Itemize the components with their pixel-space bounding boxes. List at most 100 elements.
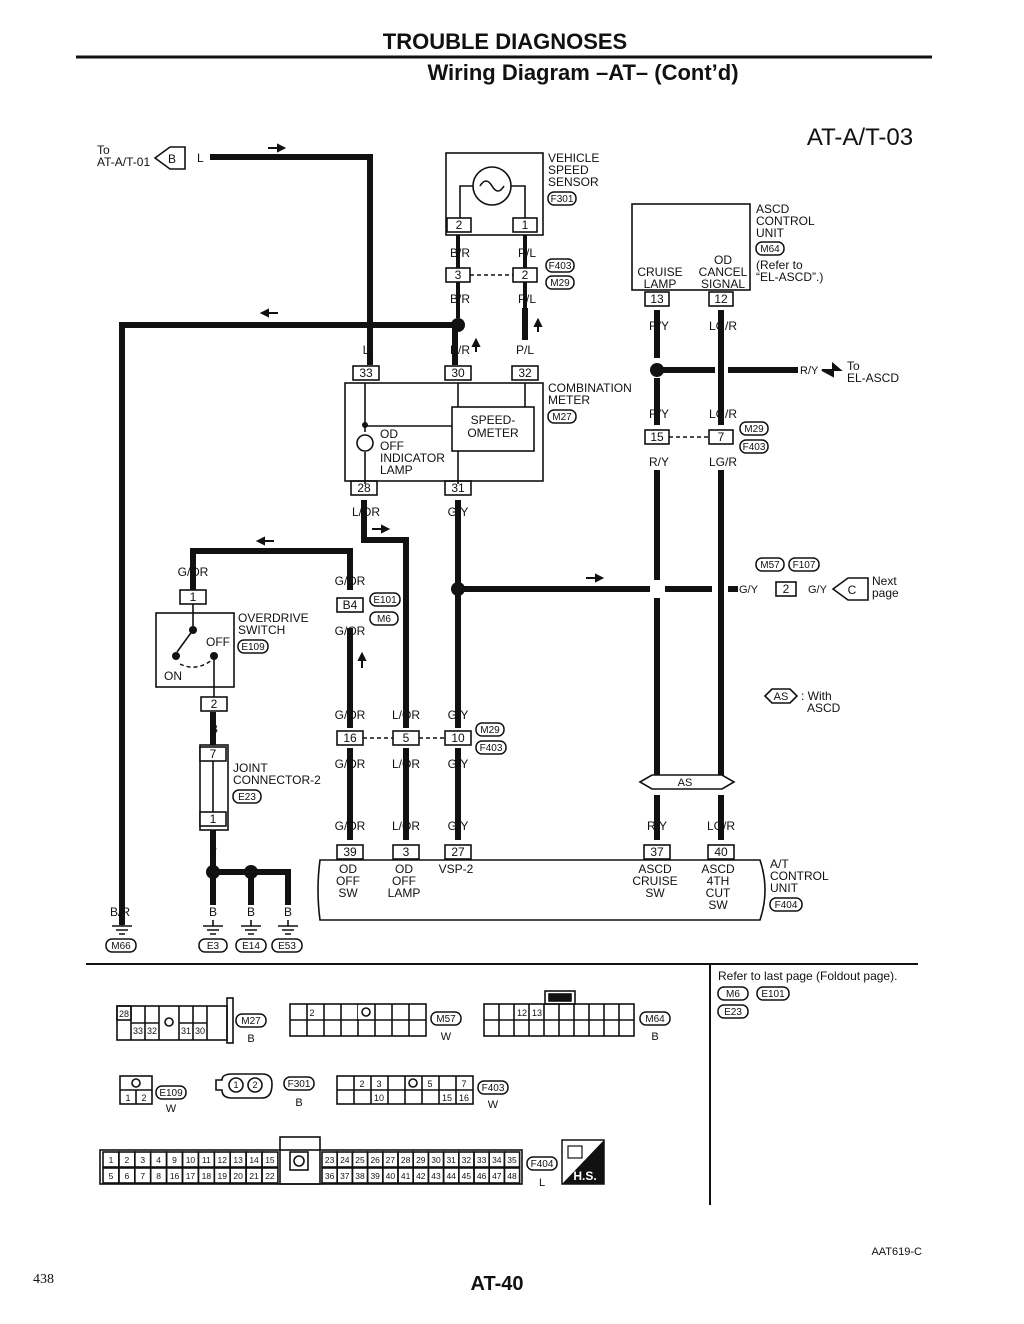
f404-pin-label: 31 bbox=[446, 1155, 456, 1165]
svg-text:LAMP: LAMP bbox=[380, 463, 413, 477]
svg-text:E53: E53 bbox=[278, 941, 296, 952]
svg-text:C: C bbox=[848, 583, 857, 597]
svg-text:31: 31 bbox=[181, 1026, 191, 1036]
svg-text:E101: E101 bbox=[373, 595, 397, 606]
svg-text:W: W bbox=[441, 1031, 452, 1043]
svg-text:37: 37 bbox=[650, 845, 664, 859]
svg-text:L: L bbox=[197, 151, 204, 165]
combination-meter: 33 30 32 SPEED- OMETER OD OFF INDICATOR … bbox=[344, 365, 632, 519]
svg-text:METER: METER bbox=[548, 393, 590, 407]
f404-pin-label: 17 bbox=[186, 1171, 196, 1181]
svg-text:33: 33 bbox=[133, 1026, 143, 1036]
svg-text:H.S.: H.S. bbox=[573, 1169, 596, 1183]
svg-text:L: L bbox=[363, 343, 370, 357]
svg-text:7: 7 bbox=[461, 1079, 466, 1089]
svg-text:LAMP: LAMP bbox=[388, 886, 421, 900]
svg-text:CONTROL: CONTROL bbox=[756, 214, 815, 228]
f404-pin-label: 37 bbox=[340, 1171, 350, 1181]
wires bbox=[119, 154, 798, 925]
svg-text:B4: B4 bbox=[343, 598, 358, 612]
svg-text:SPEED-: SPEED- bbox=[471, 413, 516, 427]
f404-pin-label: 25 bbox=[355, 1155, 365, 1165]
m57-connector-view: 2 M57 W bbox=[289, 1003, 462, 1043]
splices bbox=[206, 318, 664, 879]
svg-text:ASCD: ASCD bbox=[807, 701, 841, 715]
svg-text:W: W bbox=[166, 1103, 177, 1115]
svg-text:OD: OD bbox=[380, 427, 398, 441]
f404-cell bbox=[503, 1167, 521, 1184]
svg-text:G/OR: G/OR bbox=[178, 565, 209, 579]
svg-text:G/Y: G/Y bbox=[448, 819, 469, 833]
svg-text:P/L: P/L bbox=[518, 292, 536, 306]
svg-text:R/Y: R/Y bbox=[649, 407, 669, 421]
svg-text:2: 2 bbox=[522, 268, 529, 282]
f404-pin-label: 46 bbox=[477, 1171, 487, 1181]
svg-text:G/Y: G/Y bbox=[448, 757, 469, 771]
f404-pin-label: 10 bbox=[186, 1155, 196, 1165]
svg-text:G/Y: G/Y bbox=[448, 708, 469, 722]
svg-text:28: 28 bbox=[119, 1009, 129, 1019]
svg-text:LG/R: LG/R bbox=[709, 455, 737, 469]
svg-text:ON: ON bbox=[164, 669, 182, 683]
svg-text:L/OR: L/OR bbox=[352, 505, 380, 519]
to-at-at-01: To AT-A/T-01 B L bbox=[97, 143, 204, 170]
svg-text:UNIT: UNIT bbox=[756, 226, 785, 240]
svg-text:40: 40 bbox=[714, 845, 728, 859]
svg-text:5: 5 bbox=[403, 731, 410, 745]
svg-text:1: 1 bbox=[210, 812, 217, 826]
svg-text:CANCEL: CANCEL bbox=[699, 265, 748, 279]
svg-text:M29: M29 bbox=[744, 424, 764, 435]
svg-text:LG/R: LG/R bbox=[709, 319, 737, 333]
f404-pin-label: 26 bbox=[370, 1155, 380, 1165]
svg-text:M66: M66 bbox=[111, 941, 131, 952]
svg-text:F403: F403 bbox=[482, 1083, 505, 1094]
svg-text:F404: F404 bbox=[531, 1159, 554, 1170]
f403-connector-view: 2 3 5 7 10 15 16 F403 W bbox=[336, 1075, 509, 1111]
svg-text:B: B bbox=[209, 840, 217, 854]
svg-text:1: 1 bbox=[190, 590, 197, 604]
f404-pin-label: 21 bbox=[249, 1171, 259, 1181]
svg-text:To: To bbox=[97, 143, 110, 157]
svg-text:G/OR: G/OR bbox=[335, 708, 366, 722]
svg-text:SW: SW bbox=[708, 898, 728, 912]
svg-text:INDICATOR: INDICATOR bbox=[380, 451, 445, 465]
f404-pin-label: 29 bbox=[416, 1155, 426, 1165]
svg-text:2: 2 bbox=[309, 1008, 314, 1018]
svg-text:E3: E3 bbox=[207, 941, 220, 952]
svg-text:3: 3 bbox=[455, 268, 462, 282]
svg-text:M57: M57 bbox=[760, 560, 780, 571]
svg-text:10: 10 bbox=[374, 1093, 384, 1103]
svg-text:SWITCH: SWITCH bbox=[238, 623, 285, 637]
svg-text:31: 31 bbox=[451, 481, 465, 495]
svg-text:3: 3 bbox=[376, 1079, 381, 1089]
svg-text:2: 2 bbox=[456, 218, 463, 232]
svg-text:1: 1 bbox=[233, 1080, 238, 1090]
svg-text:AS: AS bbox=[678, 777, 693, 789]
f404-pin-label: 13 bbox=[233, 1155, 243, 1165]
svg-text:B/R: B/R bbox=[450, 246, 470, 260]
svg-text:CUT: CUT bbox=[706, 886, 731, 900]
m64-connector-view: 12 13 M64 B bbox=[483, 990, 671, 1043]
f404-pin-label: 9 bbox=[172, 1155, 177, 1165]
svg-text:A/T: A/T bbox=[770, 857, 789, 871]
svg-text:CRUISE: CRUISE bbox=[632, 874, 677, 888]
svg-text:7: 7 bbox=[718, 430, 725, 444]
svg-text:B: B bbox=[295, 1097, 302, 1109]
svg-text:G/Y: G/Y bbox=[448, 505, 469, 519]
svg-text:OFF: OFF bbox=[392, 874, 416, 888]
f404-pin-label: 20 bbox=[233, 1171, 243, 1181]
svg-text:L/OR: L/OR bbox=[392, 757, 420, 771]
svg-text:B: B bbox=[210, 722, 218, 736]
svg-text:L/OR: L/OR bbox=[392, 708, 420, 722]
svg-text:B: B bbox=[284, 905, 292, 919]
to-el-ascd: R/Y To EL-ASCD bbox=[800, 359, 899, 385]
svg-text:SIGNAL: SIGNAL bbox=[701, 277, 745, 291]
f404-pin-label: 33 bbox=[477, 1155, 487, 1165]
f404-pin-label: 27 bbox=[386, 1155, 396, 1165]
svg-text:28: 28 bbox=[357, 481, 371, 495]
svg-text:15: 15 bbox=[442, 1093, 452, 1103]
svg-text:B: B bbox=[247, 905, 255, 919]
svg-text:G/OR: G/OR bbox=[335, 757, 366, 771]
svg-text:M6: M6 bbox=[726, 989, 740, 1000]
svg-text:ASCD: ASCD bbox=[638, 862, 672, 876]
